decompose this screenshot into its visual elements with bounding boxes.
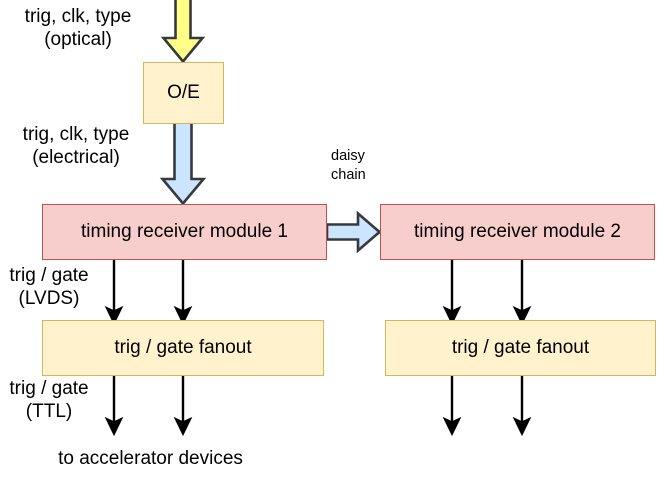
label-electrical-input-line2: (electrical) — [32, 147, 120, 168]
lvds-lines-right — [442, 259, 532, 326]
label-daisy-chain-line1: daisy — [331, 148, 365, 164]
box-label-fanout1: trig / gate fanout — [114, 336, 252, 358]
label-electrical-input-line1: trig, clk, type — [22, 124, 130, 145]
box-trig-gate-fanout-2[interactable]: trig / gate fanout — [385, 320, 656, 376]
label-optical-input-line1: trig, clk, type — [24, 6, 132, 27]
label-optical-input-line2: (optical) — [44, 29, 112, 50]
label-to-accelerator-devices: to accelerator devices — [58, 448, 243, 469]
ttl-lines-right — [442, 376, 532, 437]
label-lvds-line1: trig / gate — [9, 265, 89, 286]
label-daisy-chain-line2: chain — [331, 167, 366, 183]
daisy-chain-arrow — [325, 210, 382, 254]
ttl-lines-left — [104, 376, 193, 437]
box-label-trm2: timing receiver module 2 — [414, 220, 621, 242]
box-label-fanout2: trig / gate fanout — [451, 336, 590, 358]
electrical-input-arrow — [159, 120, 207, 206]
lvds-lines-left — [104, 259, 193, 326]
box-timing-receiver-module-1[interactable]: timing receiver module 1 — [42, 204, 327, 260]
optical-input-arrow — [160, 0, 206, 64]
box-optical-to-electrical-converter[interactable]: O/E — [143, 62, 224, 124]
box-timing-receiver-module-2[interactable]: timing receiver module 2 — [380, 204, 655, 260]
label-ttl-line1: trig / gate — [9, 378, 89, 399]
box-label-oe: O/E — [167, 81, 200, 103]
label-lvds-line2: (LVDS) — [18, 288, 80, 309]
box-trig-gate-fanout-1[interactable]: trig / gate fanout — [42, 320, 324, 376]
box-label-trm1: timing receiver module 1 — [81, 220, 288, 242]
label-ttl-line2: (TTL) — [25, 401, 73, 422]
